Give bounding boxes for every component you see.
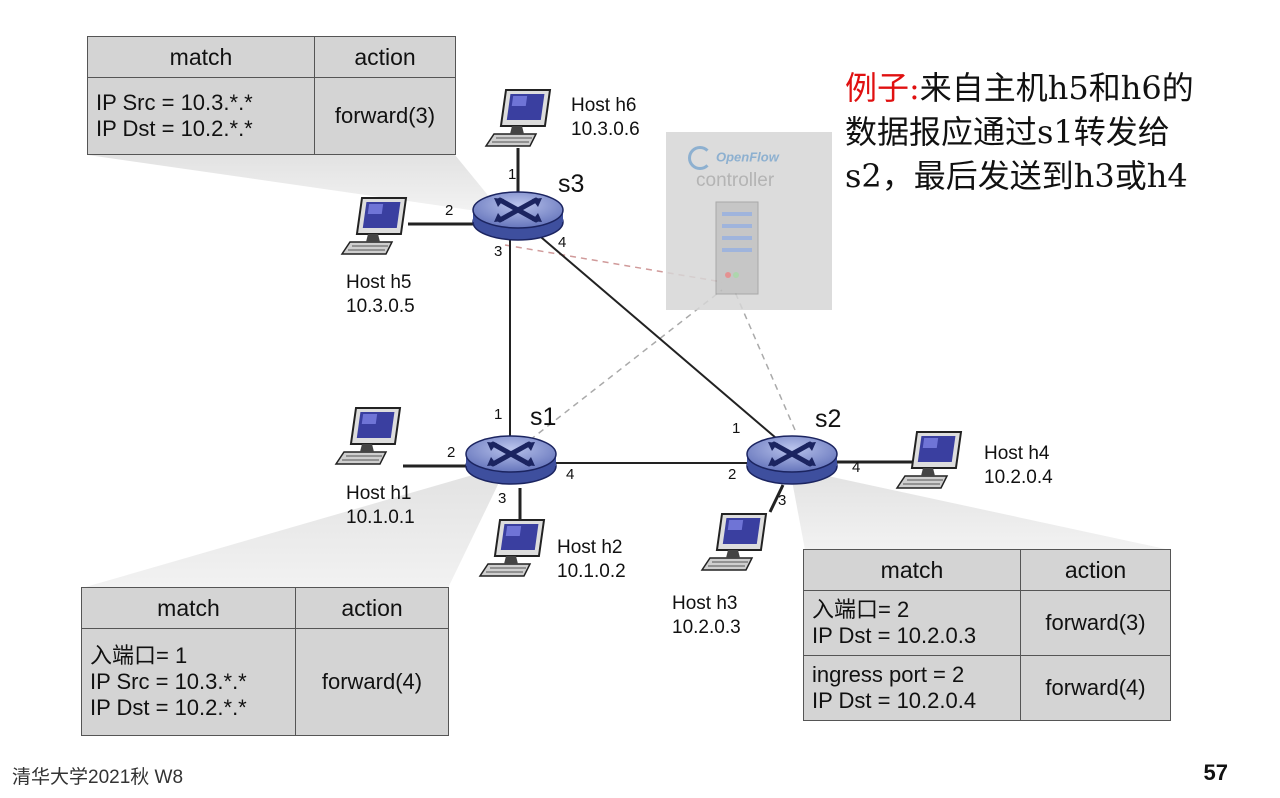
table-row: ingress port = 2 IP Dst = 10.2.0.4 forwa… xyxy=(803,655,1171,721)
s2-flow-table: match action 入端口= 2 IP Dst = 10.2.0.3 fo… xyxy=(803,549,1171,721)
table-header-match: match xyxy=(81,587,296,629)
s1-port-2: 2 xyxy=(447,444,456,461)
switch-s1-icon xyxy=(466,436,556,484)
switch-s3-label: s3 xyxy=(558,170,585,198)
controller-link-s3 xyxy=(504,244,723,283)
s3-port-2: 2 xyxy=(445,202,454,219)
table-row: 入端口= 2 IP Dst = 10.2.0.3 forward(3) xyxy=(803,590,1171,656)
s3-flow-table: match action IP Src = 10.3.*.* IP Dst = … xyxy=(87,36,456,155)
s3-port-1: 1 xyxy=(508,166,517,183)
controller-label: controller xyxy=(696,170,775,191)
table-header-action: action xyxy=(1020,549,1171,591)
server-icon xyxy=(715,201,759,295)
s2-port-3: 3 xyxy=(778,492,787,509)
s2-port-4: 4 xyxy=(852,459,861,476)
table-header-match: match xyxy=(803,549,1021,591)
page-number: 57 xyxy=(1203,760,1228,785)
host-h3-icon xyxy=(701,513,767,571)
openflow-controller: OpenFlow controller xyxy=(666,132,832,310)
controller-link-s1 xyxy=(529,289,723,441)
s1-port-3: 3 xyxy=(498,490,507,507)
s2-port-1: 1 xyxy=(732,420,741,437)
host-h2-icon xyxy=(479,519,545,577)
host-h4-icon xyxy=(896,431,962,489)
footer-course: 清华大学2021秋 W8 xyxy=(12,767,184,788)
example-description: 例子:来自主机h5和h6的 数据报应通过s1转发给 s2，最后发送到h3或h4 xyxy=(845,69,1194,195)
switch-s1-label: s1 xyxy=(530,403,557,431)
host-h1-icon xyxy=(335,407,401,465)
table-header-match: match xyxy=(87,36,315,78)
table-header-action: action xyxy=(314,36,456,78)
switch-s3-icon xyxy=(473,192,563,240)
s2-table-callout xyxy=(790,470,1170,550)
s2-port-2: 2 xyxy=(728,466,737,483)
host-h5-icon xyxy=(341,197,407,255)
controller-link-s2 xyxy=(734,291,796,431)
link-s3-s2 xyxy=(534,231,791,451)
s1-table-callout xyxy=(82,470,505,588)
s3-table-callout xyxy=(88,155,500,210)
s1-flow-table: match action 入端口= 1 IP Src = 10.3.*.* IP… xyxy=(81,587,449,736)
s1-port-4: 4 xyxy=(566,466,575,483)
s3-port-3: 3 xyxy=(494,243,503,260)
switch-s2-icon xyxy=(747,436,837,484)
switch-s2-label: s2 xyxy=(815,405,842,433)
openflow-logo: OpenFlow xyxy=(688,146,779,170)
table-row: 入端口= 1 IP Src = 10.3.*.* IP Dst = 10.2.*… xyxy=(81,628,449,736)
link-s2-h3 xyxy=(768,484,785,513)
table-row: IP Src = 10.3.*.* IP Dst = 10.2.*.* forw… xyxy=(87,77,456,155)
example-prefix: 例子: xyxy=(845,69,920,107)
table-header-action: action xyxy=(295,587,449,629)
s1-port-1: 1 xyxy=(494,406,503,423)
s3-port-4: 4 xyxy=(558,234,567,251)
host-h6-icon xyxy=(485,89,551,147)
